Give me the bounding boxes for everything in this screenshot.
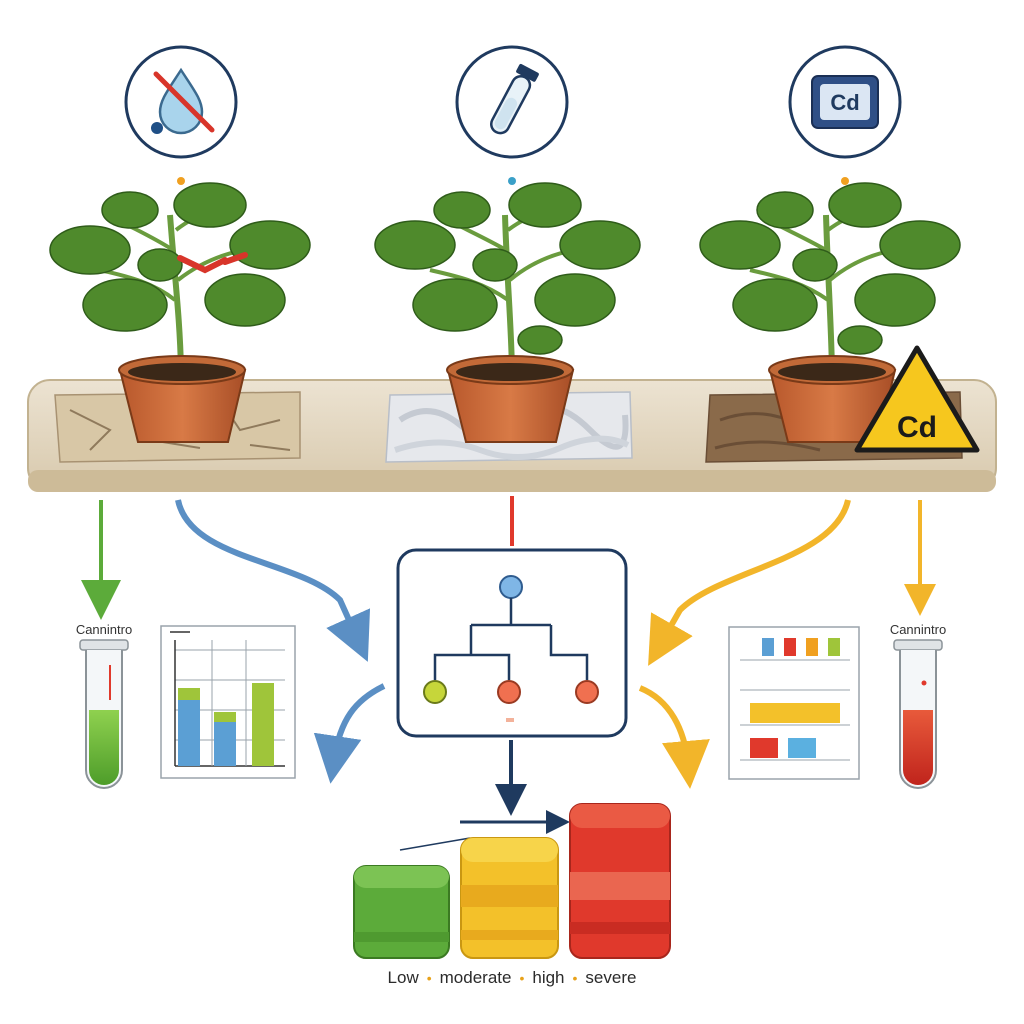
decision-model-box — [396, 548, 628, 738]
severity-label-high: high — [532, 968, 565, 987]
warning-sign-text: Cd — [897, 411, 937, 444]
severity-legend: Low • moderate • high • severe — [0, 968, 1024, 988]
cadmium-icon-text: Cd — [830, 90, 859, 115]
separator-dot: • — [426, 970, 432, 986]
separator-dot: • — [519, 970, 525, 986]
plant-cadmium — [699, 182, 961, 443]
left-test-tube: Cannintro — [76, 622, 132, 789]
arrow-to-right-chart — [638, 685, 710, 789]
right-chart-bar — [788, 738, 816, 758]
severity-block-moderate — [460, 837, 559, 959]
right-tube-label: Cannintro — [890, 622, 946, 637]
cadmium-stress-icon: Cd — [788, 45, 902, 159]
right-test-tube: Cannintro — [890, 622, 946, 789]
plant-salinity — [374, 182, 641, 443]
cadmium-warning-sign: Cd — [854, 345, 980, 453]
severity-label-low: Low — [387, 968, 419, 987]
right-chart-bar — [750, 703, 840, 723]
left-tube-label: Cannintro — [76, 622, 132, 637]
right-bar-chart — [728, 626, 860, 780]
severity-scale — [353, 803, 671, 959]
connector-dot — [508, 177, 516, 185]
connector-dot — [841, 177, 849, 185]
plant-drought — [49, 182, 311, 443]
drought-stress-icon — [124, 45, 238, 159]
arrow-to-left-chart — [313, 683, 386, 784]
severity-block-low — [353, 865, 450, 959]
severity-label-moderate: moderate — [439, 968, 512, 987]
severity-label-severe: severe — [585, 968, 637, 987]
left-bar-chart — [160, 625, 296, 779]
arrow-to-model-right — [648, 499, 851, 666]
salinity-stress-icon — [455, 45, 569, 159]
left-chart-bar — [214, 722, 236, 766]
arrow-to-model-left — [175, 499, 371, 662]
severity-block-severe — [569, 803, 671, 959]
right-chart-bar — [750, 738, 778, 758]
connector-dot — [177, 177, 185, 185]
separator-dot: • — [572, 970, 578, 986]
left-chart-bar — [252, 683, 274, 766]
left-chart-bar — [178, 700, 200, 766]
